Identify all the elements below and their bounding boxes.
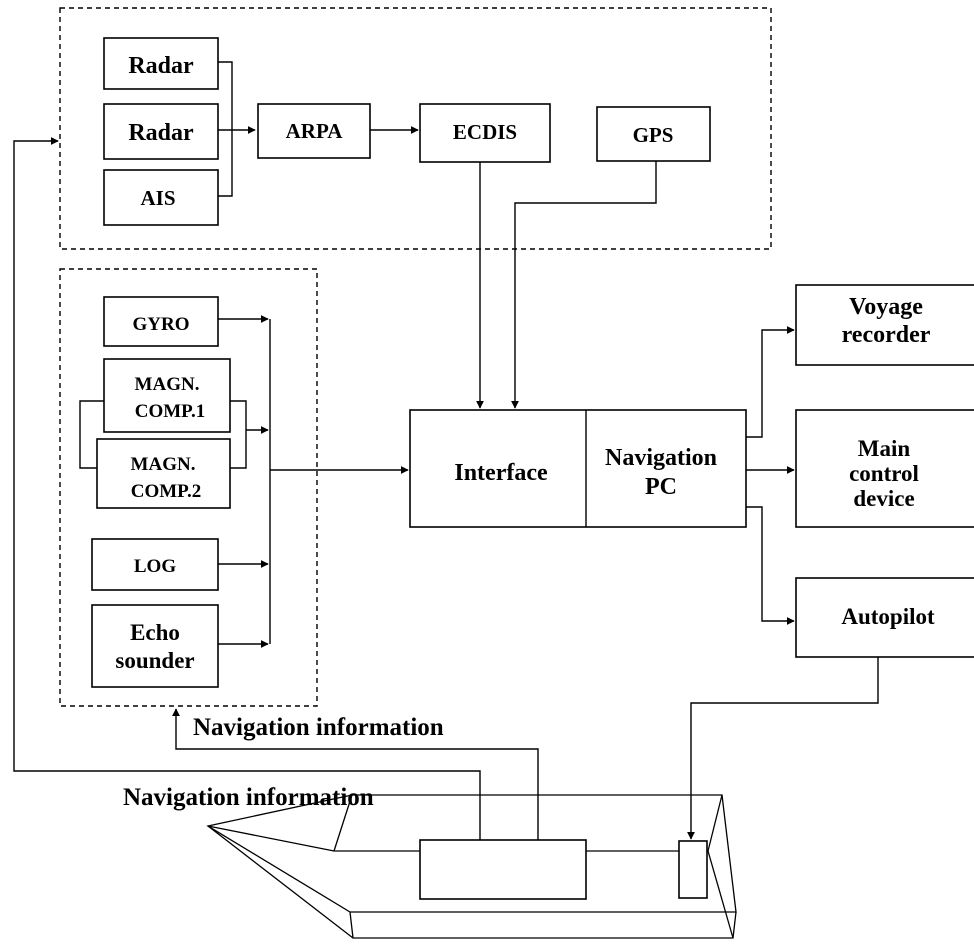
nav-info-label-upper: Navigation information <box>193 714 444 741</box>
magn-comp-2-box <box>96 438 231 509</box>
log-label: LOG <box>134 556 176 577</box>
sensor-group-border <box>59 7 772 250</box>
magn-comp-2-line2: COMP.2 <box>131 481 202 502</box>
nav-info-to-sensors-arrow <box>13 137 481 840</box>
ship-hull-bow-edge <box>333 794 353 852</box>
magn-comp-1-line1: MAGN. <box>135 374 200 395</box>
navpc-to-voyage-recorder-arrow <box>746 326 795 438</box>
compass-right-bracket <box>230 400 247 469</box>
instrument-group-border <box>59 268 318 707</box>
main-control-line1: Main <box>858 436 911 461</box>
echo-sounder-box <box>91 604 219 688</box>
autopilot-box <box>795 577 974 658</box>
gps-to-interface-arrow <box>511 161 657 409</box>
ship-hull-keel-edge <box>349 911 354 939</box>
echo-sounder-line1: Echo <box>130 620 180 645</box>
radar-2-box <box>103 103 219 160</box>
gps-label: GPS <box>633 123 674 147</box>
main-control-line3: device <box>853 486 914 511</box>
ecdis-box <box>419 103 551 163</box>
log-box <box>91 538 219 591</box>
nav-info-label-lower: Navigation information <box>123 784 374 811</box>
ship-hull-bottom-line <box>207 825 737 939</box>
voyage-recorder-line2: recorder <box>842 322 931 348</box>
autopilot-to-ship-arrow <box>687 657 879 840</box>
magn-comp-1-box <box>103 358 231 433</box>
radar-1-label: Radar <box>128 53 194 79</box>
main-control-line2: control <box>849 461 919 486</box>
magn-comp-2-line1: MAGN. <box>131 454 196 475</box>
interface-label: Interface <box>454 460 548 486</box>
magn-comp-1-line2: COMP.1 <box>135 401 206 422</box>
navpc-to-autopilot-arrow <box>746 506 795 625</box>
arpa-box <box>257 103 371 159</box>
voyage-recorder-line1: Voyage <box>849 294 923 320</box>
navigation-pc-line1: Navigation <box>605 445 717 471</box>
gyro-box <box>103 296 219 347</box>
interface-navpc-box <box>409 409 747 528</box>
ship-hull-stern-edge <box>707 794 723 852</box>
gyro-label: GYRO <box>133 314 190 335</box>
ship-sensor-box <box>419 839 587 900</box>
ais-label: AIS <box>140 186 175 210</box>
gps-box <box>596 106 711 162</box>
ais-box <box>103 169 219 226</box>
arpa-label: ARPA <box>286 119 344 143</box>
navigation-pc-line2: PC <box>645 474 677 500</box>
echo-sounder-line2: sounder <box>115 648 194 673</box>
radar-2-label: Radar <box>128 120 194 146</box>
nav-info-to-instruments-arrow <box>172 708 539 840</box>
ecdis-label: ECDIS <box>453 120 517 144</box>
ship-rudder-box <box>678 840 708 899</box>
ship-hull-outline <box>206 794 737 913</box>
main-control-device-box <box>795 409 974 528</box>
voyage-recorder-box <box>795 284 974 366</box>
compass-left-bracket <box>79 400 104 469</box>
radar-1-box <box>103 37 219 90</box>
autopilot-label: Autopilot <box>841 604 935 629</box>
ship-hull-stern-lower-edge <box>707 850 734 939</box>
radar-ais-bracket <box>218 61 233 197</box>
